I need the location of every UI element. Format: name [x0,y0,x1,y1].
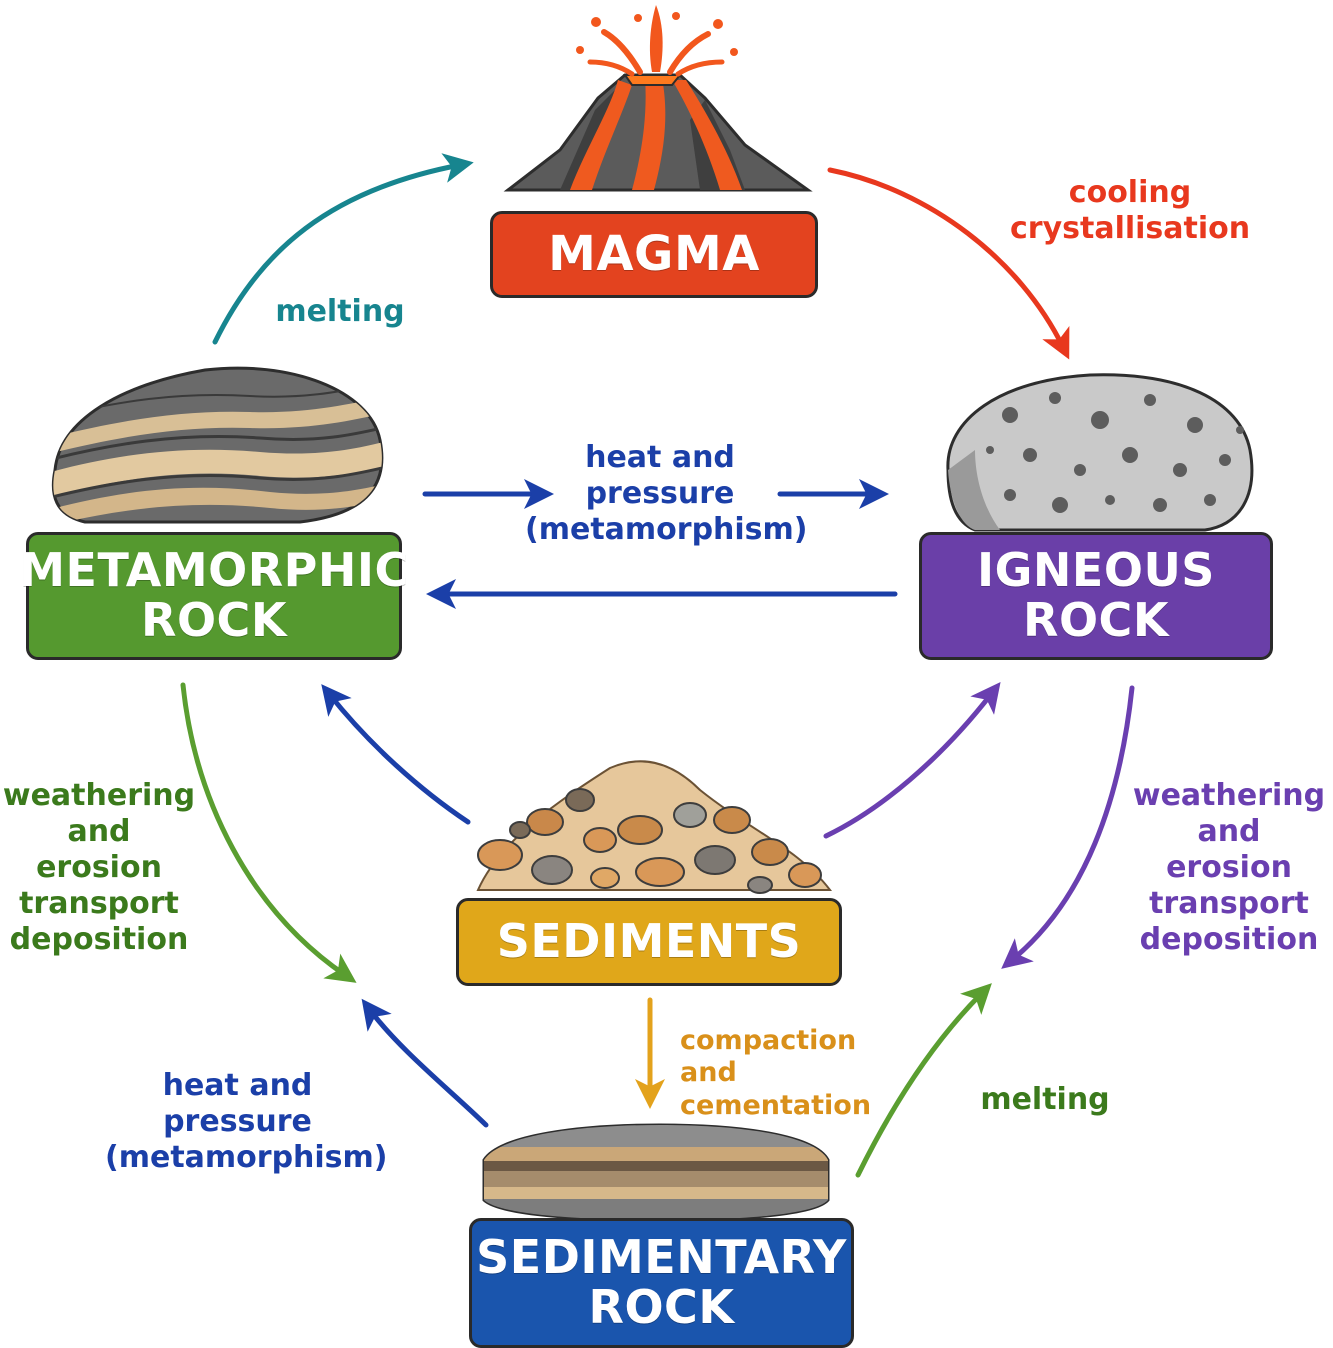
magma-box: MAGMA [490,211,818,298]
arrow-sediments-to-metamorphic [321,684,471,825]
arrow-melting-sedimentary-to-igneous [855,983,992,1178]
volcano-icon [503,5,813,192]
arrow-weathering-metamorphic-to-sedimentary [180,682,357,983]
sedimentary-rock-icon [482,1123,830,1222]
arrow-sediments-to-igneous [823,681,1001,839]
label-weathering-right: weathering and erosion transport deposit… [1132,778,1326,957]
label-melting-top: melting [275,294,405,329]
arrow-cooling-magma-to-igneous [827,167,1070,360]
metamorphic-rock-box: METAMORPHIC ROCK [19,532,408,660]
igneous-rock-icon [946,373,1254,532]
label-cooling-crystallisation: cooling crystallisation [1010,175,1251,246]
label-melting-bottom: melting [980,1082,1110,1117]
sedimentary-rock-box: SEDIMENTARY ROCK [469,1218,854,1348]
sediment-pile-icon [476,760,833,894]
sedimentary-label-line1: SEDIMENTARY [476,1230,847,1284]
sediments-box: SEDIMENTS [456,898,842,986]
arrow-melting-metamorphic-to-magma [212,153,474,345]
label-heat-pressure-middle: heat and pressure (metamorphism) [525,440,808,547]
label-compaction-cementation: compaction and cementation [680,1025,872,1121]
igneous-label-line2: ROCK [1023,593,1169,647]
sediments-label: SEDIMENTS [496,914,802,969]
label-weathering-left: weathering and erosion transport deposit… [2,778,196,957]
metamorphic-rock-icon [51,366,384,524]
igneous-rock-box: IGNEOUS ROCK [919,532,1273,660]
label-heat-pressure-bottom: heat and pressure (metamorphism) [105,1068,388,1175]
metamorphic-label-line1: METAMORPHIC [19,543,409,598]
igneous-label-line1: IGNEOUS [977,543,1215,598]
magma-label: MAGMA [548,225,760,282]
metamorphic-label-line2: ROCK [141,593,287,647]
arrow-weathering-igneous-to-sedimentary [1001,685,1135,969]
sedimentary-label-line2: ROCK [588,1279,735,1334]
arrow-heat-sedimentary-to-metamorphic [361,998,489,1128]
